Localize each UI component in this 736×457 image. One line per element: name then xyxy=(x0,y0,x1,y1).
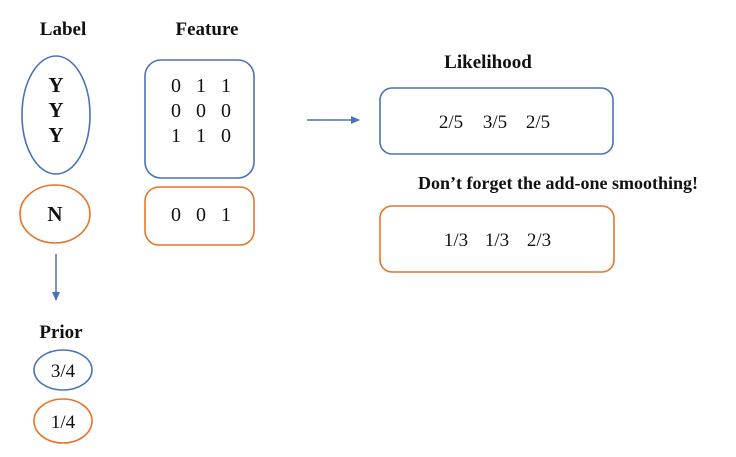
yes-likelihood-value: 3/5 xyxy=(483,112,507,133)
yes-label-ellipse xyxy=(21,55,91,175)
no-prior-value: 1/4 xyxy=(51,412,76,433)
feature-heading: Feature xyxy=(176,19,239,40)
yes-feature-cell: 1 xyxy=(196,125,206,147)
yes-feature-cell: 0 xyxy=(221,100,231,122)
likelihood-heading: Likelihood xyxy=(444,52,532,73)
no-feature-cell: 0 xyxy=(196,204,206,226)
yes-label-2: Y xyxy=(48,98,63,122)
yes-feature-cell: 1 xyxy=(196,75,206,97)
no-feature-matrix: 0 0 1 xyxy=(171,204,231,226)
no-likelihood-value: 1/3 xyxy=(444,230,468,251)
label-heading: Label xyxy=(40,19,86,40)
yes-likelihood-value: 2/5 xyxy=(439,112,463,133)
yes-feature-cell: 1 xyxy=(171,125,181,147)
yes-feature-cell: 0 xyxy=(221,125,231,147)
yes-feature-box xyxy=(144,59,255,179)
yes-likelihood-box xyxy=(379,87,614,155)
yes-label-1: Y xyxy=(48,73,63,97)
smoothing-note: Don’t forget the add-one smoothing! xyxy=(418,173,698,193)
yes-likelihood-value: 2/5 xyxy=(526,112,550,133)
yes-feature-cell: 0 xyxy=(171,100,181,122)
no-likelihood-box xyxy=(379,205,615,273)
yes-feature-matrix: 0 1 1 0 0 0 1 1 0 xyxy=(171,75,231,147)
no-label: N xyxy=(47,202,62,226)
yes-label-3: Y xyxy=(48,123,63,147)
no-feature-cell: 0 xyxy=(171,204,181,226)
yes-prior-value: 3/4 xyxy=(51,361,76,382)
yes-prior-ellipse xyxy=(33,349,93,391)
no-likelihood-value: 2/3 xyxy=(527,230,551,251)
no-label-ellipse xyxy=(19,184,91,244)
prior-heading: Prior xyxy=(39,322,83,343)
yes-feature-cell: 0 xyxy=(171,75,181,97)
no-feature-box xyxy=(144,186,255,246)
no-prior-ellipse xyxy=(33,398,93,444)
no-feature-cell: 1 xyxy=(221,204,231,226)
no-likelihood-value: 1/3 xyxy=(485,230,509,251)
yes-feature-cell: 1 xyxy=(221,75,231,97)
yes-feature-cell: 0 xyxy=(196,100,206,122)
